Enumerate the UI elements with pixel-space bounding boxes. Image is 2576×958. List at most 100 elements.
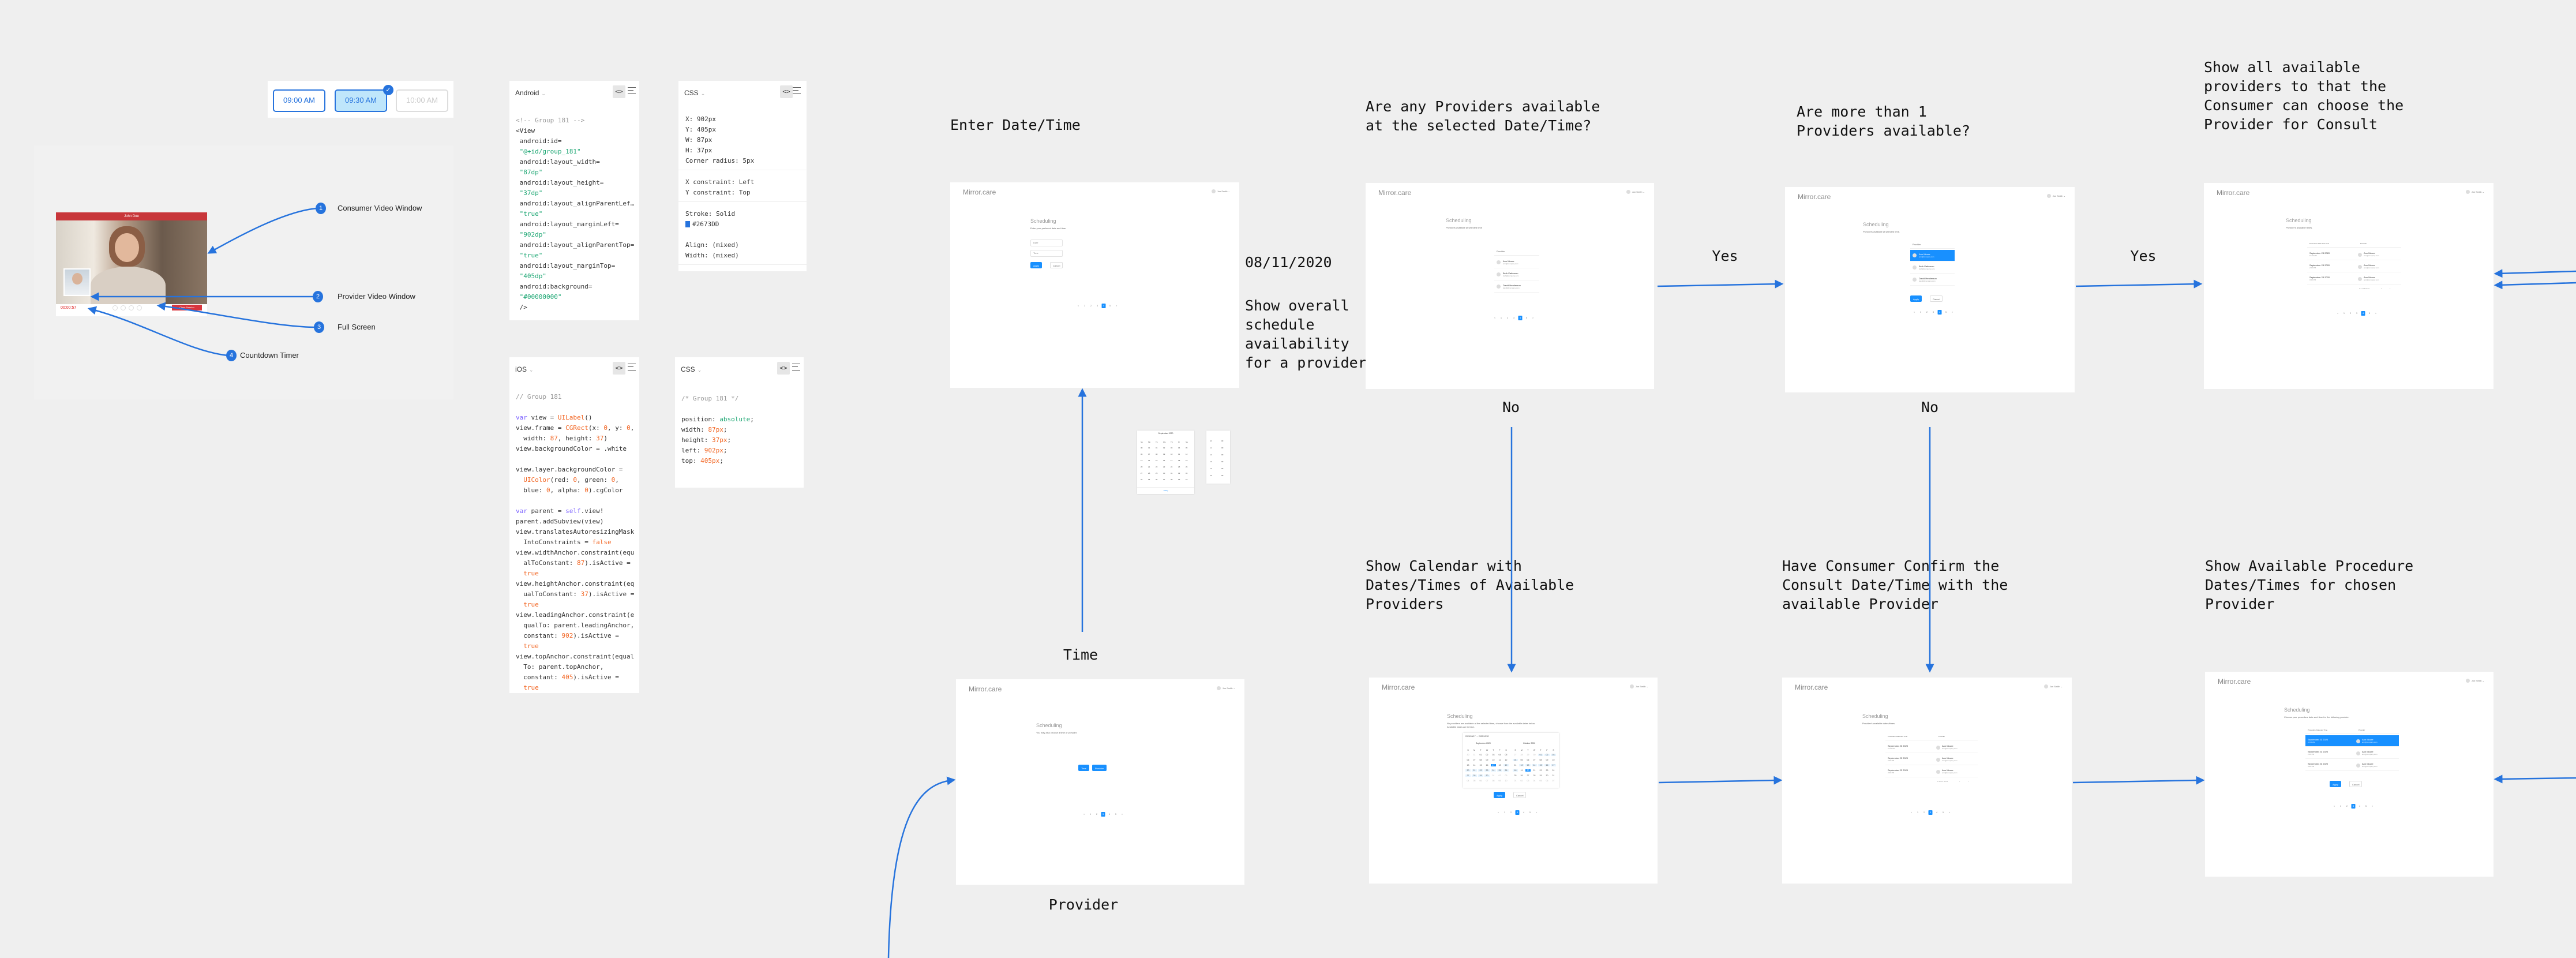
calendar-day[interactable]: 01 xyxy=(1171,472,1173,474)
calendar-day[interactable]: 28 xyxy=(1148,472,1150,474)
calendar-day[interactable]: 02 xyxy=(1544,754,1550,756)
calendar-day[interactable]: 30 xyxy=(1467,754,1469,756)
time-option[interactable]: 00 xyxy=(1221,467,1224,470)
fullscreen-icon[interactable] xyxy=(137,305,142,310)
calendar-day[interactable]: 25 xyxy=(1514,774,1517,777)
calendar-day[interactable]: 16 xyxy=(1163,459,1165,462)
page-button[interactable]: 1 xyxy=(1500,316,1502,319)
calendar-day[interactable]: 31 xyxy=(1552,774,1555,777)
page-button[interactable]: 5 xyxy=(2368,312,2371,315)
next-page-icon[interactable]: > xyxy=(1121,813,1123,815)
calendar-day[interactable]: 14 xyxy=(1473,764,1476,766)
page-button[interactable]: 1 xyxy=(1919,310,1922,313)
calendar-day[interactable]: 21 xyxy=(1533,769,1536,772)
calendar-day[interactable]: 24 xyxy=(1491,769,1496,772)
page-button[interactable]: 3 xyxy=(1932,310,1934,313)
calendar-day[interactable]: 18 xyxy=(1513,769,1518,772)
calendar-day[interactable]: 09 xyxy=(1546,759,1548,761)
calendar-day[interactable]: 18 xyxy=(1498,764,1501,766)
page-button[interactable]: 5 xyxy=(1942,811,1944,814)
page-button[interactable]: 1 xyxy=(1917,811,1919,814)
list-view-icon[interactable] xyxy=(628,87,636,94)
page-button[interactable]: 2 xyxy=(1506,316,1509,319)
calendar-day[interactable]: 29 xyxy=(1539,774,1542,777)
time-option[interactable]: 00 xyxy=(1221,461,1224,463)
time-option[interactable]: 14 xyxy=(1210,467,1212,470)
calendar-day[interactable]: 29 xyxy=(1478,774,1483,777)
calendar-day[interactable]: 03 xyxy=(1551,754,1556,756)
panel-language-select[interactable]: CSS⌄ xyxy=(684,89,705,97)
calendar-day[interactable]: 07 xyxy=(1473,759,1476,761)
calendar-day[interactable]: 20 xyxy=(1525,769,1531,772)
microphone-icon[interactable] xyxy=(121,305,126,310)
calendar-day[interactable]: 22 xyxy=(1478,769,1483,772)
time-slot-1000[interactable]: 10:00 AM xyxy=(396,89,448,112)
list-view-icon[interactable] xyxy=(793,87,801,94)
table-prev-icon[interactable]: ‹ xyxy=(2381,287,2382,290)
calendar-day[interactable]: 23 xyxy=(1484,769,1490,772)
calendar-day[interactable]: 04 xyxy=(1178,447,1180,449)
calendar-day[interactable]: 16 xyxy=(1486,764,1488,766)
date-input[interactable]: Date xyxy=(1030,240,1063,246)
user-menu[interactable]: Jon Smith ⌄ xyxy=(2465,679,2484,683)
page-button[interactable]: 1 xyxy=(1083,304,1086,307)
code-view-icon[interactable]: <> xyxy=(780,85,793,98)
panel-language-select[interactable]: CSS⌄ xyxy=(681,365,702,373)
calendar-day[interactable]: 28 xyxy=(1533,774,1536,777)
page-button[interactable]: 4 xyxy=(1937,310,1942,315)
time-option[interactable]: 11 xyxy=(1210,447,1212,449)
prev-page-icon[interactable]: < xyxy=(1913,310,1915,313)
calendar-day[interactable]: 10 xyxy=(1492,759,1495,761)
calendar-day[interactable]: 17 xyxy=(1491,764,1496,766)
calendar-day[interactable]: 12 xyxy=(1505,759,1508,761)
calendar-day[interactable]: 09 xyxy=(1178,478,1180,481)
page-button[interactable]: 4 xyxy=(1518,316,1523,320)
calendar-day[interactable]: 02 xyxy=(1163,447,1165,449)
time-slot-0930[interactable]: 09:30 AM xyxy=(335,89,387,112)
calendar-day[interactable]: 10 xyxy=(1552,759,1555,761)
user-menu[interactable]: Jon Smith ⌄ xyxy=(2046,194,2065,198)
calendar-day[interactable]: 03 xyxy=(1492,754,1495,756)
calendar-day[interactable]: 27 xyxy=(1465,774,1471,777)
calendar-day[interactable]: 03 xyxy=(1505,774,1508,777)
page-button[interactable]: 3 xyxy=(1096,304,1098,307)
calendar-day[interactable]: 10 xyxy=(1186,478,1188,481)
page-button[interactable]: 2 xyxy=(1923,811,1925,814)
calendar-day[interactable]: 04 xyxy=(1467,780,1469,782)
user-menu[interactable]: Jon Smith ⌄ xyxy=(1626,190,1645,194)
time-option[interactable]: 00 xyxy=(1221,474,1224,477)
page-button[interactable]: 4 xyxy=(2358,804,2361,807)
page-button[interactable]: 1 xyxy=(2339,804,2342,807)
calendar-day[interactable]: 24 xyxy=(1171,466,1173,468)
calendar-day[interactable]: 30 xyxy=(1546,774,1548,777)
user-menu[interactable]: Jon Smith ⌄ xyxy=(1211,189,1230,193)
calendar-day[interactable]: 26 xyxy=(1186,466,1188,468)
calendar-day[interactable]: 30 xyxy=(1163,472,1165,474)
calendar-day[interactable]: 08 xyxy=(1479,759,1482,761)
calendar-day[interactable]: 13 xyxy=(1525,764,1531,766)
calendar-day[interactable]: 02 xyxy=(1520,780,1523,782)
calendar-day[interactable]: 01 xyxy=(1538,754,1543,756)
page-button[interactable]: 4 xyxy=(2361,311,2365,316)
calendar-day[interactable]: 28 xyxy=(1472,774,1477,777)
calendar-day[interactable]: 29 xyxy=(1527,754,1529,756)
panel-language-select[interactable]: iOS⌄ xyxy=(515,365,534,373)
next-page-icon[interactable]: > xyxy=(1948,811,1951,814)
next-page-icon[interactable]: > xyxy=(1532,316,1534,319)
time-option[interactable]: 12 xyxy=(1210,454,1212,456)
prev-page-icon[interactable]: < xyxy=(2333,804,2335,807)
calendar-day[interactable]: 02 xyxy=(1498,774,1501,777)
time-slot-0900[interactable]: 09:00 AM xyxy=(273,89,325,112)
prev-page-icon[interactable]: < xyxy=(2337,312,2339,315)
calendar-day[interactable]: 24 xyxy=(1552,769,1555,772)
calendar-day[interactable]: 26 xyxy=(1520,774,1523,777)
user-menu[interactable]: Jon Smith ⌄ xyxy=(1216,686,1235,690)
user-menu[interactable]: Jon Smith ⌄ xyxy=(2043,684,2063,688)
cancel-button[interactable]: Cancel xyxy=(2349,781,2363,787)
calendar-day[interactable]: 31 xyxy=(1148,447,1150,449)
